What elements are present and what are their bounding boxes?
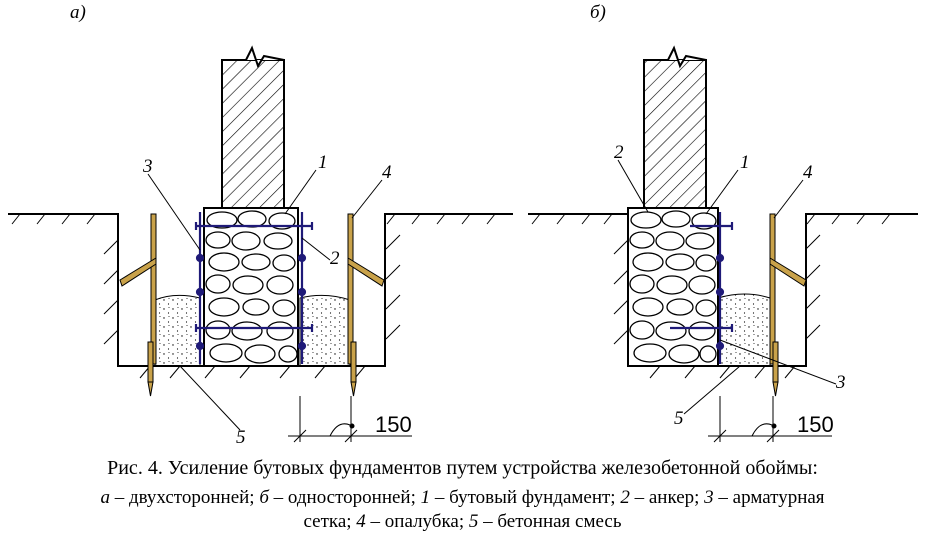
concrete-mix-right-b	[717, 293, 771, 367]
dimension-b	[708, 396, 832, 443]
dimension-value-a: 150	[375, 412, 412, 437]
caption-segment: – бутовый фундамент;	[430, 487, 621, 508]
leaders-b	[617, 159, 837, 415]
caption-segment: 4	[356, 511, 366, 532]
caption-segment: а	[100, 487, 110, 508]
caption-segment: 2	[620, 487, 630, 508]
callout-2-b: 2	[614, 142, 624, 163]
caption-segment: 5	[468, 511, 479, 532]
formwork-right-b	[769, 213, 807, 397]
caption-segment: сетка;	[303, 511, 357, 532]
rebar-mesh-b	[670, 212, 734, 364]
formwork-right-a	[347, 213, 385, 397]
callout-1-a: 1	[318, 152, 328, 173]
caption-segment: – арматурная	[713, 487, 825, 508]
panel-b-title: б)	[590, 2, 606, 23]
caption-segment: 1	[420, 487, 431, 508]
rebar-mesh-a	[194, 212, 314, 364]
concrete-mix-right-a	[299, 294, 351, 367]
soil-hatch-a	[11, 213, 496, 379]
caption-segment: – двухсторонней;	[109, 487, 260, 508]
caption-legend-line2: сетка; 4 – опалубка; 5 – бетонная смесь	[0, 510, 925, 533]
concrete-mix-left-a	[154, 294, 201, 367]
callout-2-a: 2	[330, 248, 340, 269]
caption-segment: – опалубка;	[365, 511, 469, 532]
panel-a: а)	[8, 2, 513, 448]
caption-segment: – бетонная смесь	[478, 511, 622, 532]
callout-3-b: 3	[835, 372, 846, 393]
caption-legend-line1: а – двухсторонней; б – односторонней; 1 …	[0, 486, 925, 509]
callout-1-b: 1	[740, 152, 750, 173]
caption-title: Рис. 4. Усиление бутовых фундаментов пут…	[107, 457, 818, 479]
callout-5-a: 5	[236, 427, 246, 448]
rubble-foundation-a	[203, 207, 299, 367]
formwork-left-a	[119, 213, 157, 397]
wall-a	[221, 45, 285, 209]
leaders-a	[147, 169, 383, 431]
panel-b: б)	[528, 2, 918, 443]
caption-segment: 3	[704, 487, 714, 508]
caption-segment: – анкер;	[629, 487, 705, 508]
callout-5-b: 5	[674, 408, 684, 429]
rubble-foundation-b	[627, 207, 719, 367]
callout-3-a: 3	[142, 156, 153, 177]
caption-segment: – односторонней;	[268, 487, 421, 508]
panel-a-title: а)	[70, 2, 86, 23]
soil-hatch-b	[531, 213, 891, 379]
callout-4-b: 4	[803, 162, 813, 183]
reinforcement-figure: а)	[8, 2, 918, 448]
dimension-value-b: 150	[797, 412, 834, 437]
callout-4-a: 4	[382, 162, 392, 183]
wall-b	[643, 45, 707, 209]
dimension-a	[288, 396, 412, 443]
caption-segment: б	[259, 487, 269, 508]
